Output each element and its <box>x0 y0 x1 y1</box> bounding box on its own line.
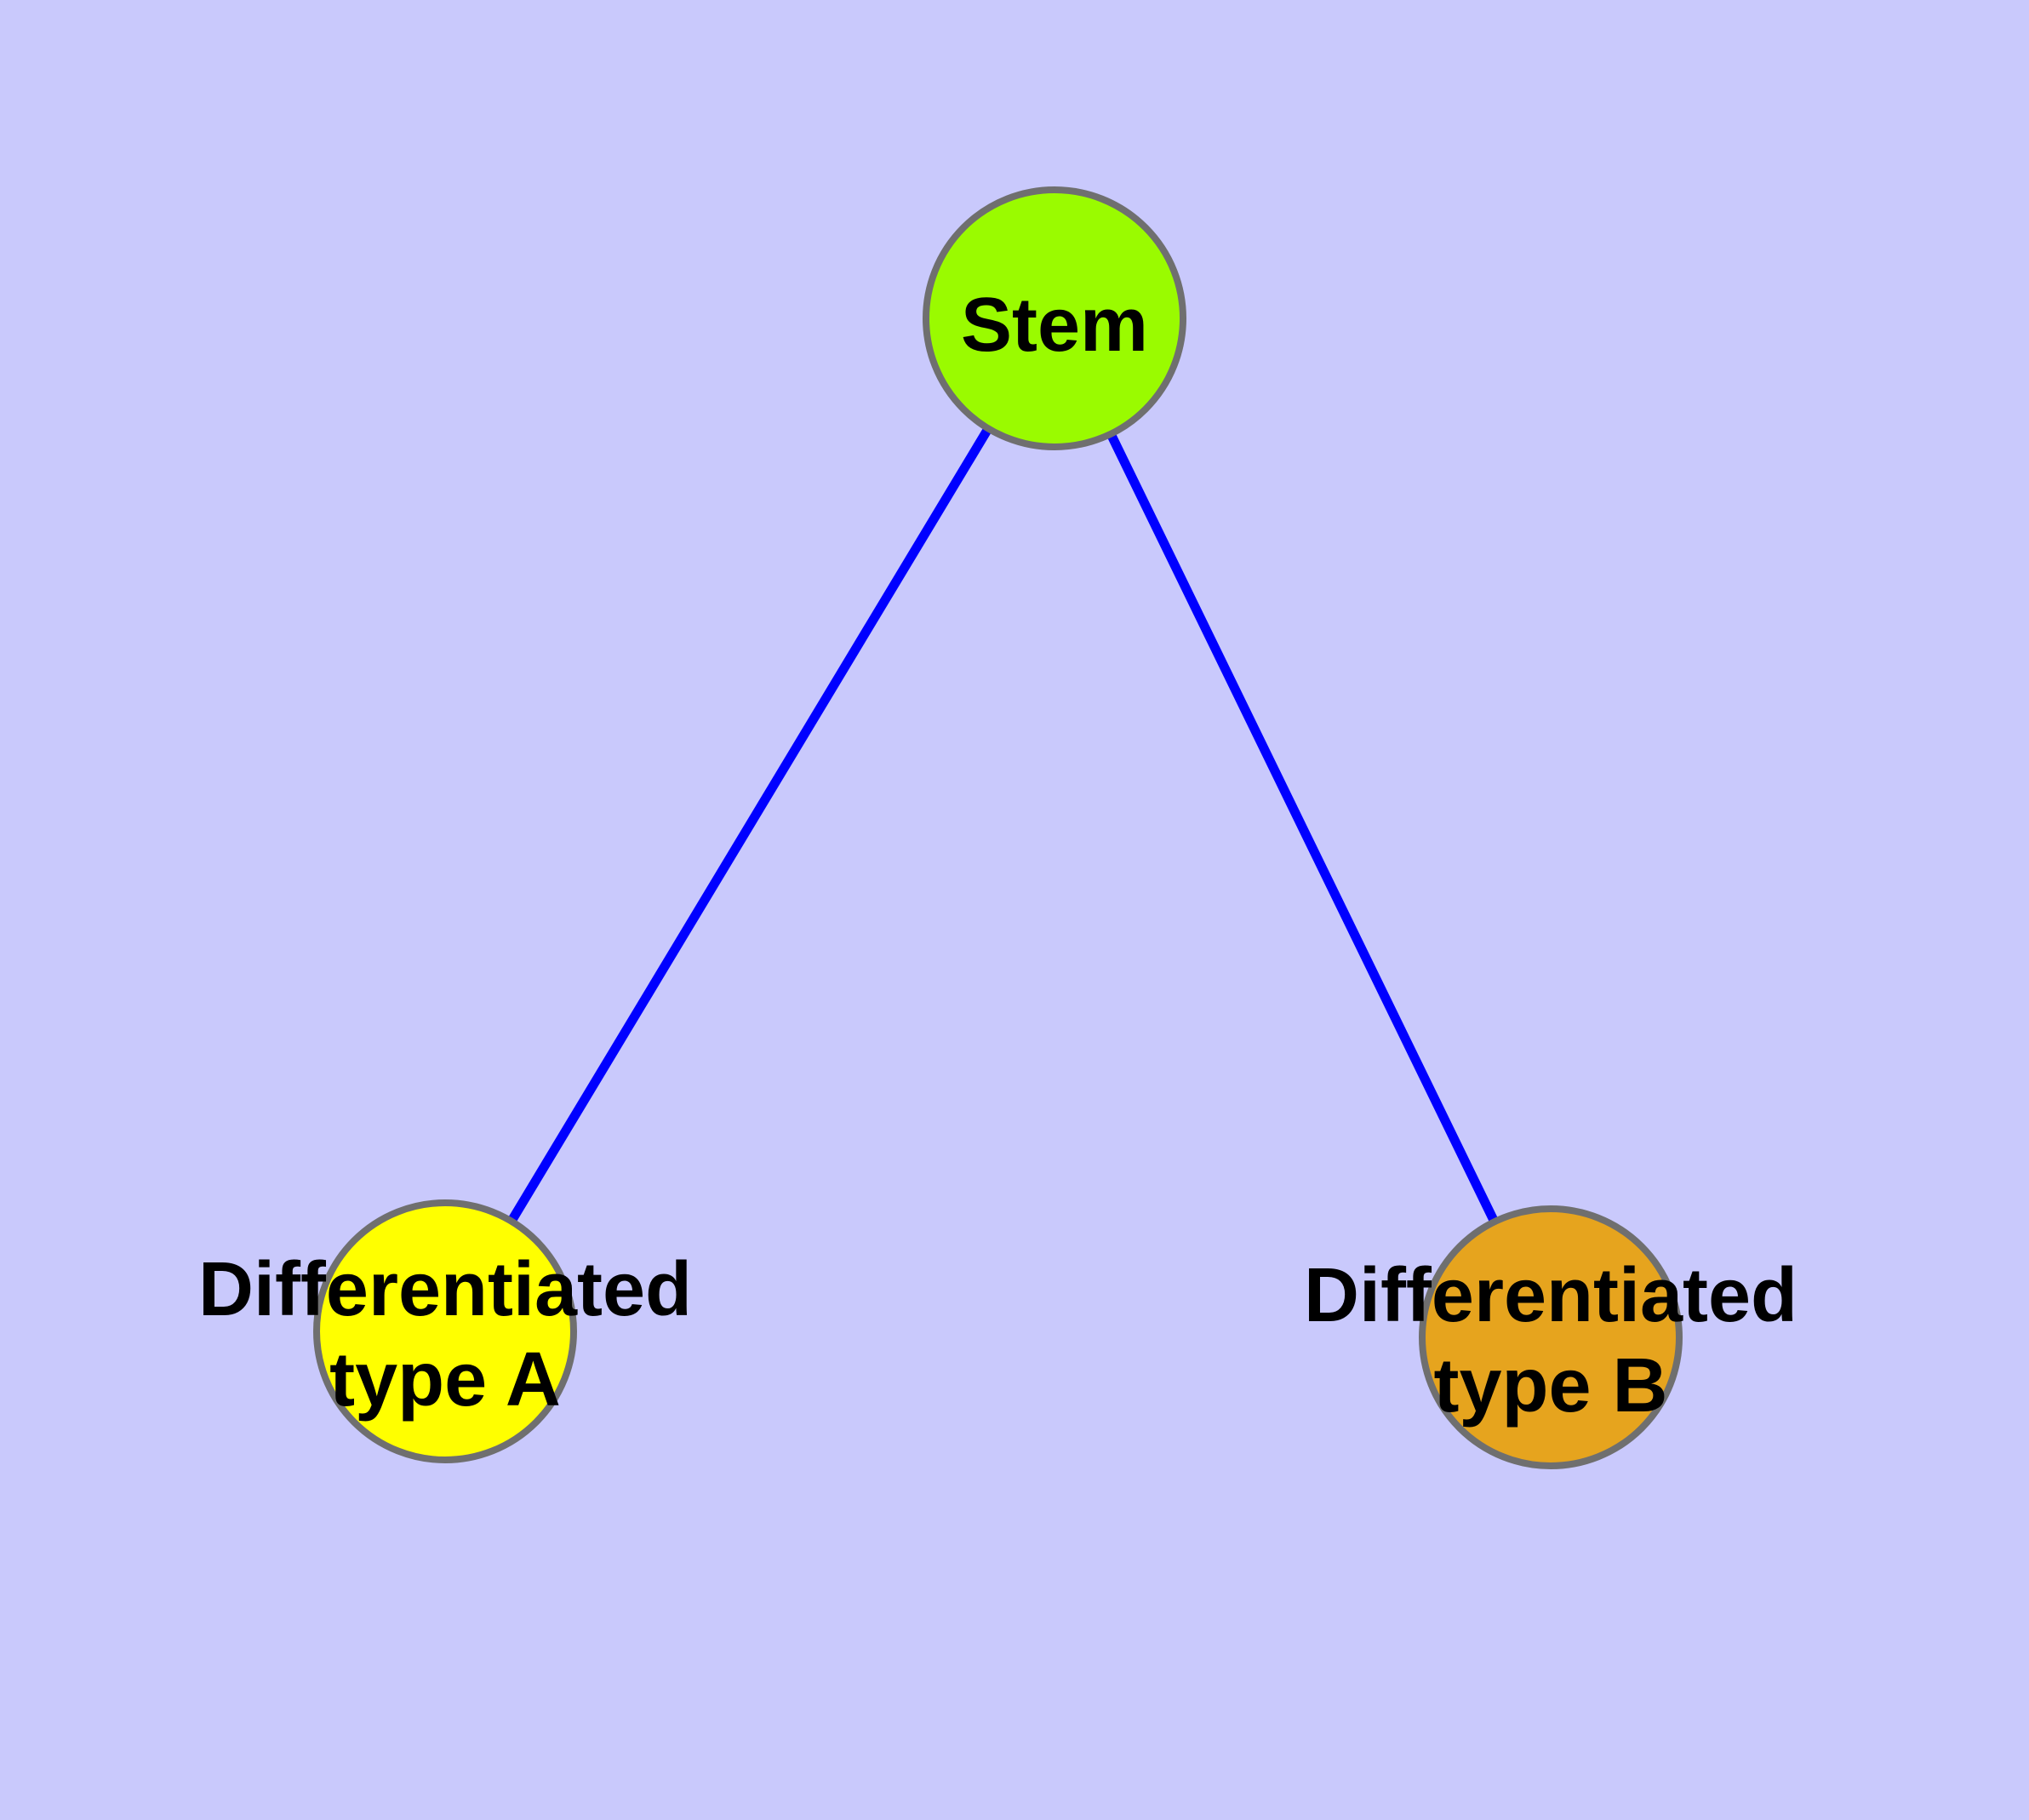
edge-stem-to-type-a <box>441 316 1059 1334</box>
node-type-b-label-line1: Differentiated <box>1304 1253 1798 1338</box>
node-type-b-circle <box>1419 1205 1683 1469</box>
node-stem-label: Stem <box>961 283 1148 368</box>
node-type-b-label-line2: type B <box>1433 1343 1667 1428</box>
node-type-a-label-line2: type A <box>329 1337 561 1422</box>
node-type-a-label-line1: Differentiated <box>198 1247 692 1332</box>
node-stem-circle <box>923 186 1186 450</box>
node-type-a-circle <box>313 1199 577 1463</box>
edge-stem-to-type-b <box>1050 316 1555 1340</box>
